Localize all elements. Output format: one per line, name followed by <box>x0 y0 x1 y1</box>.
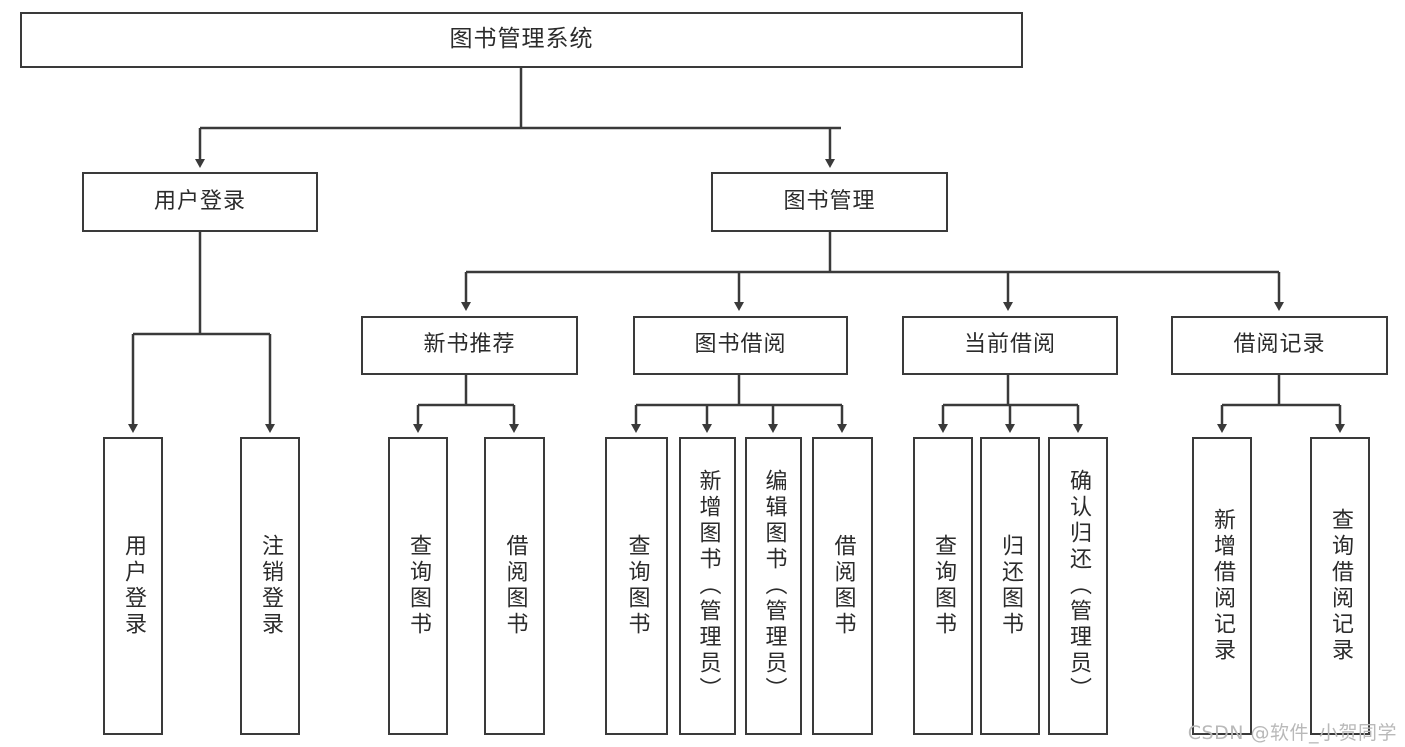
node-leaf-add-book-label: 新增图书（管理员） <box>695 469 721 703</box>
node-loan-record[interactable]: 借阅记录 <box>1171 316 1388 375</box>
node-leaf-borrow-book-2-label: 借阅图书 <box>830 534 856 638</box>
node-book-borrow[interactable]: 图书借阅 <box>633 316 848 375</box>
node-user-login-label: 用户登录 <box>153 188 246 214</box>
node-leaf-return-book[interactable]: 归还图书 <box>980 437 1040 735</box>
node-leaf-add-loan-record-label: 新增借阅记录 <box>1210 508 1235 664</box>
node-leaf-query-loan-record-label: 查询借阅记录 <box>1328 508 1353 664</box>
node-leaf-return-book-label: 归还图书 <box>998 534 1023 638</box>
node-leaf-borrow-book-2[interactable]: 借阅图书 <box>812 437 873 735</box>
node-book-management-label: 图书管理 <box>783 188 876 214</box>
node-leaf-user-login[interactable]: 用户登录 <box>103 437 163 735</box>
node-leaf-add-book[interactable]: 新增图书（管理员） <box>679 437 736 735</box>
csdn-watermark: CSDN @软件_小贺同学 <box>1187 722 1397 744</box>
node-leaf-logout[interactable]: 注销登录 <box>240 437 300 735</box>
node-loan-record-label: 借阅记录 <box>1233 332 1326 358</box>
node-root-label: 图书管理系统 <box>449 26 594 53</box>
node-leaf-query-book-1-label: 查询图书 <box>406 534 431 638</box>
node-leaf-query-book-3-label: 查询图书 <box>931 534 956 638</box>
node-leaf-query-book-3[interactable]: 查询图书 <box>913 437 973 735</box>
node-leaf-query-book-2[interactable]: 查询图书 <box>605 437 668 735</box>
node-leaf-query-book-1[interactable]: 查询图书 <box>388 437 448 735</box>
node-leaf-confirm-return-label: 确认归还（管理员） <box>1066 469 1091 703</box>
node-current-loan[interactable]: 当前借阅 <box>902 316 1118 375</box>
node-current-loan-label: 当前借阅 <box>963 332 1056 358</box>
node-root[interactable]: 图书管理系统 <box>20 12 1023 68</box>
node-leaf-borrow-book-1[interactable]: 借阅图书 <box>484 437 545 735</box>
node-leaf-add-loan-record[interactable]: 新增借阅记录 <box>1192 437 1252 735</box>
node-leaf-edit-book-label: 编辑图书（管理员） <box>761 469 787 703</box>
node-leaf-query-loan-record[interactable]: 查询借阅记录 <box>1310 437 1370 735</box>
node-leaf-logout-label: 注销登录 <box>258 534 283 638</box>
node-new-book-rec-label: 新书推荐 <box>423 332 516 358</box>
node-leaf-edit-book[interactable]: 编辑图书（管理员） <box>745 437 802 735</box>
node-book-management[interactable]: 图书管理 <box>711 172 948 232</box>
node-leaf-confirm-return[interactable]: 确认归还（管理员） <box>1048 437 1108 735</box>
node-leaf-query-book-2-label: 查询图书 <box>624 534 650 638</box>
node-new-book-rec[interactable]: 新书推荐 <box>361 316 578 375</box>
node-leaf-user-login-label: 用户登录 <box>121 534 146 638</box>
node-leaf-borrow-book-1-label: 借阅图书 <box>502 534 528 638</box>
node-user-login[interactable]: 用户登录 <box>82 172 318 232</box>
node-book-borrow-label: 图书借阅 <box>694 332 787 358</box>
